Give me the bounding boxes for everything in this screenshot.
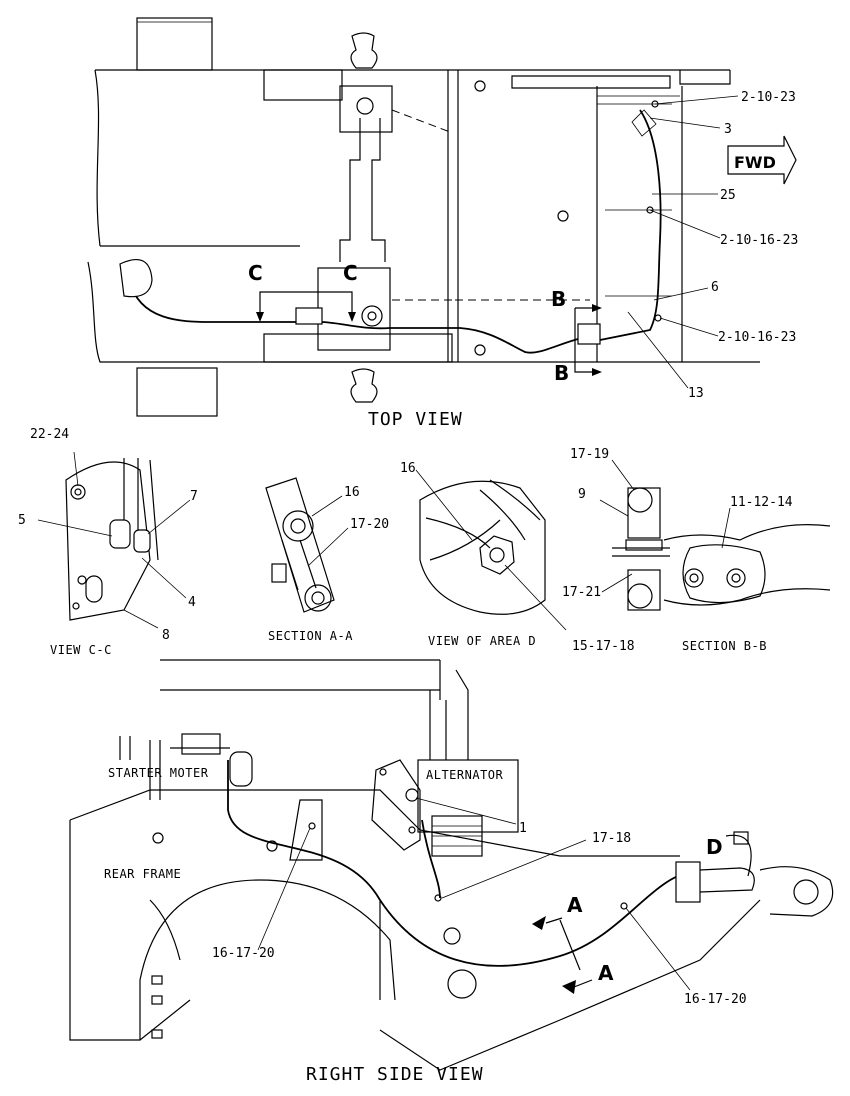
forward-arrow-icon	[727, 135, 797, 185]
view-cc: 22-24 5 7 4 8 VIEW C-C	[18, 427, 198, 657]
lower-block	[136, 367, 218, 417]
callout-16-17-20-right: 16-17-20	[684, 992, 747, 1007]
alternator-label: ALTERNATOR	[426, 768, 504, 782]
callout-22-24: 22-24	[30, 427, 69, 442]
callout-2-10-23: 2-10-23	[741, 90, 796, 105]
callout-16-section: 16	[344, 485, 360, 500]
marker-d: D	[706, 835, 723, 859]
marker-b-top: B	[551, 287, 566, 311]
section-aa-title: SECTION A-A	[268, 629, 353, 643]
marker-a-top: A	[567, 893, 583, 917]
section-aa: 16 17-20 SECTION A-A	[265, 477, 389, 643]
view-cc-title: VIEW C-C	[50, 643, 112, 657]
callout-3: 3	[724, 122, 732, 137]
marker-c-right: C	[343, 261, 358, 285]
wiring-harness-top	[129, 281, 591, 354]
callout-5: 5	[18, 513, 26, 528]
callout-11-12-14: 11-12-14	[730, 495, 793, 510]
callout-17-18: 17-18	[592, 831, 631, 846]
callout-13: 13	[688, 386, 704, 401]
marker-c-left: C	[248, 261, 263, 285]
marker-b-bottom: B	[554, 361, 569, 385]
callout-1: 1	[519, 821, 527, 836]
view-area-d-title: VIEW OF AREA D	[428, 634, 536, 648]
callout-7: 7	[190, 489, 198, 504]
top-view-title: TOP VIEW	[368, 409, 463, 430]
frame-rails	[447, 70, 683, 362]
callout-17-20-section: 17-20	[350, 517, 389, 532]
fwd-label: FWD	[734, 153, 776, 172]
right-side-view: D A A 1 17-18 16-17-20 16-17-20 STARTER …	[69, 659, 834, 1085]
right-side-view-title: RIGHT SIDE VIEW	[306, 1064, 484, 1085]
callout-17-19: 17-19	[570, 447, 609, 462]
callout-8: 8	[162, 628, 170, 643]
callout-9: 9	[578, 487, 586, 502]
callout-16-area-d: 16	[400, 461, 416, 476]
callout-6: 6	[711, 280, 719, 295]
starter-motor-label: STARTER MOTER	[108, 766, 209, 780]
callout-4: 4	[188, 595, 196, 610]
callout-2-10-16-23-a: 2-10-16-23	[720, 233, 798, 248]
rear-frame-label: REAR FRAME	[104, 867, 181, 881]
wiring-harness-side	[227, 760, 691, 967]
rear-frame-outline	[69, 789, 680, 1041]
section-bb-title: SECTION B-B	[682, 639, 767, 653]
section-bb: 17-19 9 11-12-14 17-21 SECTION B-B	[562, 447, 831, 653]
frame-outline	[87, 69, 760, 363]
callout-15-17-18: 15-17-18	[572, 639, 635, 654]
callout-2-10-16-23-b: 2-10-16-23	[718, 330, 796, 345]
view-area-d: 16 15-17-18 VIEW OF AREA D	[400, 461, 635, 654]
callout-17-21: 17-21	[562, 585, 601, 600]
top-view: C C B B FWD 2-10-23 3 25 2-10-16-23 6 2-…	[87, 17, 798, 430]
callout-25: 25	[720, 188, 736, 203]
callout-16-17-20-left: 16-17-20	[212, 946, 275, 961]
marker-a-bottom: A	[598, 961, 614, 985]
upper-block	[136, 17, 213, 71]
